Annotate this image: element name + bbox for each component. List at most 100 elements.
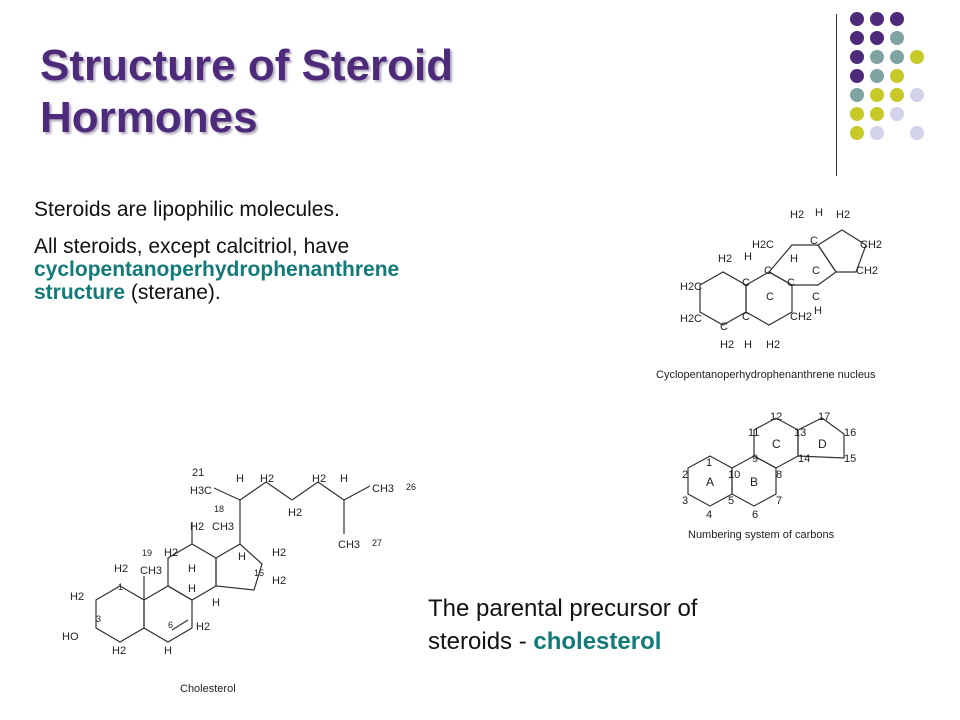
term-structure: structure — [34, 281, 126, 304]
carbon-number: 8 — [776, 469, 782, 481]
cholesterol-label: 21 — [192, 467, 204, 479]
decor-dot — [890, 31, 904, 45]
ring-label-d: D — [818, 437, 827, 451]
decor-dot — [870, 107, 884, 121]
carbon-number: 2 — [682, 469, 688, 481]
bullet-2-text: All steroids, except calcitriol, have — [34, 235, 350, 258]
carbon-number: 14 — [798, 453, 810, 465]
cholesterol-label: H2 — [190, 521, 204, 533]
cholesterol-label: CH3 — [212, 521, 234, 533]
decor-dot — [890, 88, 904, 102]
carbon-number: 9 — [752, 453, 758, 465]
cholesterol-label: H2 — [272, 547, 286, 559]
cholesterol-label: H2 — [112, 645, 126, 657]
decor-dot — [910, 50, 924, 64]
cholesterol-label: H2 — [260, 473, 274, 485]
decor-dot — [850, 69, 864, 83]
nucleus-label: H — [744, 339, 752, 351]
cholesterol-label: H2 — [312, 473, 326, 485]
decor-dot — [870, 12, 884, 26]
nucleus-label: C — [812, 291, 820, 303]
carbon-number: 16 — [844, 427, 856, 439]
cholesterol-label: H2 — [114, 563, 128, 575]
carbon-number: 1 — [706, 457, 712, 469]
decor-dot — [850, 126, 864, 140]
cholesterol-label: H2 — [164, 547, 178, 559]
slide-title: Structure of Steroid Hormones — [40, 40, 600, 144]
nucleus-caption: Cyclopentanoperhydrophenanthrene nucleus — [656, 369, 876, 381]
decor-dot — [850, 12, 864, 26]
bullet-2-suffix: (sterane). — [125, 281, 221, 304]
cholesterol-label: H — [188, 563, 196, 575]
carbon-number: 10 — [728, 469, 740, 481]
cholesterol-label: 1 — [118, 582, 123, 592]
nucleus-figure: H2 H H2 H2C C CH2 H2 H H C C C C CH2 H2C… — [656, 207, 882, 381]
bullet-1-text: Steroids are lipophilic molecules. — [34, 198, 340, 221]
nucleus-label: C — [742, 311, 750, 323]
ring-label-c: C — [772, 437, 781, 451]
precursor-caption: The parental precursor of steroids - cho… — [428, 592, 697, 658]
term-cholesterol: cholesterol — [533, 628, 662, 655]
carbon-number: 6 — [752, 509, 758, 521]
nucleus-label: H2C — [752, 239, 774, 251]
cholesterol-label: H — [238, 551, 246, 563]
cholesterol-label: H — [188, 583, 196, 595]
carbon-number: 15 — [844, 453, 856, 465]
nucleus-label: H — [814, 305, 822, 317]
caption-line-1: The parental precursor of — [428, 595, 698, 622]
ring-label-a: A — [706, 475, 714, 489]
cholesterol-label: 15 — [254, 568, 264, 578]
cholesterol-label: 3 — [96, 614, 101, 624]
decor-dot — [870, 88, 884, 102]
carbon-number: 3 — [682, 495, 688, 507]
cholesterol-label: H — [212, 597, 220, 609]
nucleus-label: C — [810, 235, 818, 247]
cholesterol-label: H — [236, 473, 244, 485]
cholesterol-caption: Cholesterol — [180, 683, 236, 695]
cholesterol-label: 19 — [142, 548, 152, 558]
cholesterol-label: HO — [62, 631, 79, 643]
nucleus-label: H2C — [680, 281, 702, 293]
cholesterol-label: H2 — [70, 591, 84, 603]
nucleus-label: C — [787, 277, 795, 289]
cholesterol-label: CH3 — [140, 565, 162, 577]
nucleus-label: H2 — [720, 339, 734, 351]
decor-dot — [850, 107, 864, 121]
cholesterol-label: H2 — [288, 507, 302, 519]
bullet-list: Steroids are lipophilic molecules. All s… — [34, 198, 574, 318]
cholesterol-label: 18 — [214, 504, 224, 514]
carbon-number: 4 — [706, 509, 712, 521]
decor-dot — [870, 50, 884, 64]
carbon-number: 12 — [770, 411, 782, 423]
nucleus-label: H2C — [680, 313, 702, 325]
decor-dot — [850, 88, 864, 102]
decor-dot — [890, 69, 904, 83]
carbon-number: 17 — [818, 411, 830, 423]
bullet-1: Steroids are lipophilic molecules. — [34, 198, 574, 221]
decor-dot — [890, 107, 904, 121]
nucleus-label: H — [790, 253, 798, 265]
nucleus-label: C — [742, 277, 750, 289]
carbon-number: 13 — [794, 427, 806, 439]
cholesterol-label: H — [164, 645, 172, 657]
nucleus-label: CH2 — [790, 311, 812, 323]
decor-dot — [910, 126, 924, 140]
nucleus-label: H — [815, 207, 823, 219]
cholesterol-label: 6 — [168, 620, 173, 630]
decor-dot — [850, 50, 864, 64]
decor-dot — [890, 12, 904, 26]
nucleus-label: CH2 — [860, 239, 882, 251]
caption-line-2: steroids - — [428, 628, 534, 655]
numbering-figure: 1 2 3 4 5 6 7 8 9 10 11 12 13 14 15 16 1… — [682, 411, 856, 541]
decor-dot — [890, 50, 904, 64]
term-sterane-name: cyclopentanoperhydrophenanthrene — [34, 258, 400, 281]
nucleus-label: C — [764, 265, 772, 277]
divider-line — [836, 14, 837, 176]
nucleus-label: C — [766, 291, 774, 303]
nucleus-label: H2 — [790, 209, 804, 221]
numbering-caption: Numbering system of carbons — [688, 529, 835, 541]
cholesterol-label: H2 — [272, 575, 286, 587]
nucleus-label: H2 — [836, 209, 850, 221]
title-line-1: Structure of Steroid — [40, 41, 454, 90]
cholesterol-label: H — [340, 473, 348, 485]
